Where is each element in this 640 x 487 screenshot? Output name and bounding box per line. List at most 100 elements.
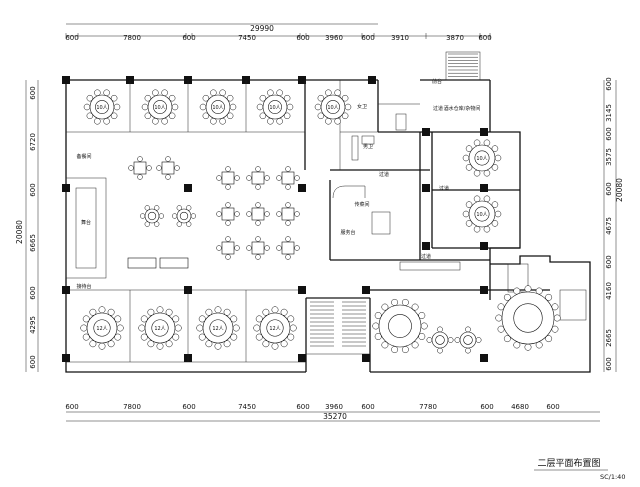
chair xyxy=(280,340,288,348)
private-room-dividers xyxy=(129,80,306,362)
round-table xyxy=(495,285,561,351)
right-total-dimension: 20080 xyxy=(615,178,624,202)
table-capacity-label: 12人 xyxy=(154,326,165,332)
chair xyxy=(98,342,106,350)
top-dim-1: 600 xyxy=(65,34,78,42)
table-top xyxy=(127,257,157,269)
chair xyxy=(473,195,481,203)
chair xyxy=(255,333,263,341)
chair xyxy=(82,333,90,341)
lazy-susan xyxy=(211,100,225,114)
chair xyxy=(426,337,433,343)
chair xyxy=(140,315,148,323)
chair xyxy=(138,324,146,332)
column xyxy=(480,354,488,362)
room-label-service-room: 备餐间 xyxy=(76,153,91,160)
chair xyxy=(154,221,160,227)
chair xyxy=(147,340,155,348)
chair xyxy=(294,245,300,251)
chair xyxy=(219,118,226,125)
bottom-dim-4: 7450 xyxy=(238,403,256,411)
table-capacity-label: 12人 xyxy=(212,326,223,332)
chair xyxy=(137,174,143,180)
table-capacity-label: 10人 xyxy=(476,156,487,162)
left-dim-2: 6720 xyxy=(29,133,37,151)
chair xyxy=(271,306,279,314)
column xyxy=(298,286,306,294)
column xyxy=(62,286,70,294)
chair xyxy=(391,346,399,354)
lazy-susan xyxy=(93,319,111,337)
chair xyxy=(447,337,454,343)
chair xyxy=(165,308,173,316)
stair-top xyxy=(448,53,478,77)
chair xyxy=(276,118,283,125)
round-table xyxy=(139,205,165,227)
chair xyxy=(256,103,264,111)
lazy-susan xyxy=(326,100,340,114)
four-seat-table xyxy=(276,236,300,260)
chair xyxy=(411,303,419,311)
room-label-service-desk: 服务台 xyxy=(340,229,355,236)
chair xyxy=(294,175,300,181)
top-dimension-chain: 29990 600 7800 600 7450 600 3960 600 391… xyxy=(65,23,492,42)
round-table: 10人 xyxy=(141,89,179,125)
chair xyxy=(255,220,261,226)
chair xyxy=(94,89,101,96)
chair xyxy=(156,342,164,350)
chair xyxy=(113,103,121,111)
lazy-susan xyxy=(153,100,167,114)
chair xyxy=(154,205,160,211)
right-dim-3: 600 xyxy=(605,127,613,140)
room-label-corridor-low: 过道 xyxy=(421,253,431,260)
column xyxy=(362,286,370,294)
chair xyxy=(147,308,155,316)
round-table: 12人 xyxy=(196,306,240,350)
column xyxy=(298,184,306,192)
chair xyxy=(513,341,521,349)
chair xyxy=(223,308,231,316)
chair xyxy=(229,103,237,111)
chair xyxy=(86,112,94,120)
column xyxy=(422,184,430,192)
column xyxy=(480,286,488,294)
chair xyxy=(381,303,389,311)
chair xyxy=(401,298,409,306)
chair xyxy=(418,333,426,340)
chair xyxy=(317,94,325,102)
column xyxy=(62,184,70,192)
chair xyxy=(103,89,110,96)
chair xyxy=(196,324,204,332)
chair xyxy=(259,94,267,102)
lazy-susan xyxy=(435,335,445,345)
chair xyxy=(202,94,210,102)
chair xyxy=(473,139,481,147)
chair xyxy=(110,94,118,102)
chair xyxy=(545,335,553,343)
table-top xyxy=(159,257,189,269)
round-table: 10人 xyxy=(314,89,352,125)
bottom-dimension-chain: 600 7800 600 7450 600 3960 600 7780 600 … xyxy=(65,403,600,422)
chair xyxy=(230,333,238,341)
chair xyxy=(230,315,238,323)
chair xyxy=(483,195,491,203)
left-dim-6: 4295 xyxy=(29,316,37,334)
chair xyxy=(246,175,252,181)
table-capacity-label: 10人 xyxy=(154,105,165,111)
lazy-susan xyxy=(268,100,282,114)
chair xyxy=(264,175,270,181)
round-table xyxy=(454,326,482,354)
chair xyxy=(225,220,231,226)
chair xyxy=(497,325,505,333)
chair xyxy=(374,312,382,319)
right-dimension-chain: 20080 600 3145 600 3575 600 4675 600 416… xyxy=(603,77,624,372)
column xyxy=(368,76,376,84)
building-outline xyxy=(65,51,591,373)
top-dim-4: 7450 xyxy=(238,34,256,42)
chair xyxy=(216,211,222,217)
chair xyxy=(234,211,240,217)
drawing-title: 二层平面布置图 xyxy=(537,457,600,469)
right-dim-6: 4675 xyxy=(605,217,613,235)
drawing-scale: SC/1:40 xyxy=(600,473,625,481)
table-capacity-label: 10人 xyxy=(212,105,223,111)
